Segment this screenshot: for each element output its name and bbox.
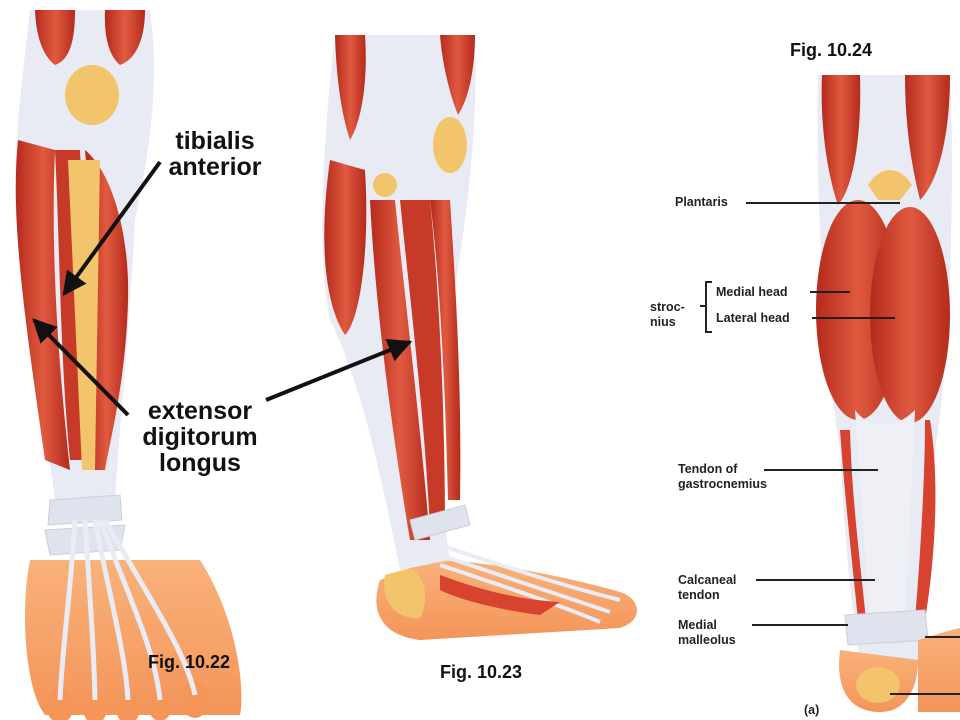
gastroc-partial-2: nius (650, 315, 676, 329)
anterior-leg-figure (15, 10, 242, 720)
medial-malleolus-1: Medial (678, 618, 717, 632)
plantaris-label: Plantaris (675, 195, 728, 209)
tibialis-line1: tibialis (175, 127, 255, 155)
figure-caption-24: Fig. 10.24 (790, 40, 873, 60)
calcaneal-tendon-label: Calcaneal tendon (678, 573, 736, 603)
calcaneal-2: tendon (678, 588, 720, 602)
medial-head-label: Medial head (716, 285, 788, 299)
gastroc-partial-1: stroc- (650, 300, 685, 314)
figure-caption-22: Fig. 10.22 (148, 652, 231, 672)
medial-malleolus-label: Medial malleolus (678, 618, 736, 648)
lateral-head-label: Lateral head (716, 311, 790, 325)
calcaneal-1: Calcaneal (678, 573, 737, 587)
arrow-extensor-right (265, 338, 413, 402)
arrow-extensor-left (32, 318, 130, 417)
arrow-tibialis (62, 160, 162, 296)
gastrocnemius-partial-label: stroc- nius (650, 300, 685, 330)
extensor-line1: extensor (147, 397, 253, 425)
annotation-arrows (32, 160, 413, 417)
tibialis-line2: anterior (168, 153, 262, 181)
panel-letter-label: (a) (804, 703, 820, 717)
tendon-gastroc-2: gastrocnemius (678, 477, 767, 491)
posterior-leg-figure (648, 75, 960, 720)
medial-malleolus-2: malleolus (678, 633, 736, 647)
lateral-leg-figure (322, 35, 637, 640)
tibialis-anterior-label: tibialis anterior (155, 128, 275, 180)
extensor-line3: longus (159, 449, 241, 477)
extensor-digitorum-longus-label: extensor digitorum longus (125, 398, 275, 476)
extensor-line2: digitorum (142, 423, 258, 451)
figure-caption-23: Fig. 10.23 (440, 662, 523, 682)
tendon-of-gastrocnemius-label: Tendon of gastrocnemius (678, 462, 767, 492)
tendon-gastroc-1: Tendon of (678, 462, 738, 476)
